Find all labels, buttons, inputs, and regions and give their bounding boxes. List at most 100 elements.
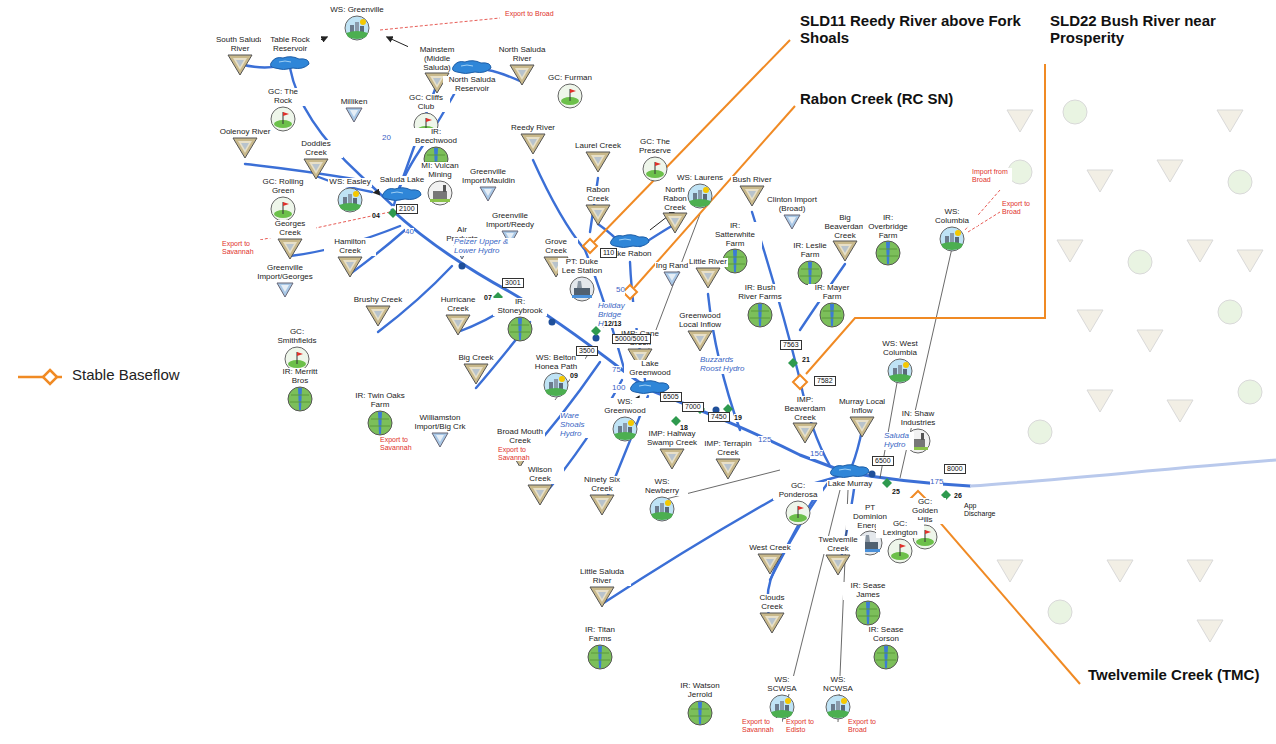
node-label: IR: Stoneybrook: [493, 298, 547, 316]
node-label: Little Saluda River: [573, 568, 631, 586]
model-node: Milliken: [340, 98, 369, 123]
model-node: Greenwood Local Inflow: [673, 312, 727, 352]
map-label: 09: [570, 372, 578, 380]
model-node: IR: Twin Oaks Farm: [353, 392, 407, 436]
node-label: WS: Greenville: [329, 6, 384, 15]
node-label: GC: Lexington: [876, 520, 924, 538]
model-node: Greenville Import/Mauldin: [461, 168, 515, 202]
model-node: IMP: Terrapin Creek: [702, 440, 754, 480]
map-label: Export to Broad: [848, 718, 884, 733]
model-node: WS: Easley: [328, 178, 371, 213]
model-node: Doddies Creek: [289, 140, 343, 180]
gage-number: 3001: [502, 278, 524, 288]
map-label: 26: [954, 492, 962, 500]
inflow-triangle: [715, 458, 741, 480]
map-label: 25: [892, 488, 900, 496]
water-supply-icon: [939, 226, 965, 252]
node-label: IR: Overbridge Farm: [863, 214, 913, 240]
map-label: Ware Shoals Hydro: [560, 412, 604, 438]
map-label: Export to Savannah: [380, 436, 424, 451]
model-node: Bush River: [731, 176, 772, 207]
industry-icon: [427, 180, 453, 206]
inflow-triangle: [463, 363, 489, 385]
water-supply-icon: [543, 372, 569, 398]
model-node: Ing Rand: [655, 262, 689, 287]
node-label: GC: Smithfields: [271, 328, 323, 346]
supply-connector: [374, 192, 377, 193]
node-label: IR: Titan Farms: [574, 626, 626, 644]
model-node: Hamilton Creek: [324, 238, 376, 278]
model-node: IR: Leslie Farm: [786, 242, 834, 286]
inflow-triangle: [589, 586, 615, 608]
model-node: Laurel Creek: [574, 142, 622, 173]
node-label: GC: The Rock: [257, 88, 309, 106]
model-node: Rabon Creek: [574, 186, 622, 226]
inflow-triangle: [662, 212, 688, 234]
model-node: IMP: Beaverdam Creek: [779, 396, 831, 444]
inflow-triangle: [509, 64, 535, 86]
map-label: 175: [930, 478, 943, 487]
node-label: Clouds Creek: [748, 594, 796, 612]
inflow-triangle: [227, 54, 253, 76]
node-label: Wilson Creek: [516, 466, 564, 484]
map-label: 125: [758, 436, 771, 445]
inflow-triangle: [520, 133, 546, 155]
node-label: GC: Cliffs Club: [402, 94, 450, 112]
node-label: IMP: Terrapin Creek: [702, 440, 754, 458]
model-node: GC: Ponderosa: [773, 482, 823, 526]
water-supply-icon: [887, 358, 913, 384]
node-label: IMP: Beaverdam Creek: [779, 396, 831, 422]
irrigation-icon: [587, 644, 613, 670]
model-node: Little River: [688, 258, 728, 289]
map-label: Import from Broad: [972, 168, 1012, 183]
model-node: PT: Duke Lee Station: [558, 258, 606, 302]
map-label: Saluda Hydro: [884, 432, 914, 450]
model-node: Twelvemile Creek: [811, 536, 865, 576]
inflow-triangle: [757, 553, 783, 575]
gage-number: 110: [600, 248, 617, 258]
model-node: Greenville Import/Georges: [256, 264, 314, 298]
node-label: WS: SCWSA: [759, 676, 805, 694]
water-supply-icon: [344, 15, 370, 41]
model-node: GC: Furman: [547, 74, 593, 109]
inflow-triangle: [277, 238, 303, 260]
irrigation-icon: [875, 240, 901, 266]
model-node: WS: NCWSA: [815, 676, 861, 720]
gage-number: 7563: [780, 340, 802, 350]
node-label: Greenville Import/Reedy: [483, 212, 537, 230]
model-node: Lake Greenwood: [624, 360, 676, 396]
node-label: Hurricane Creek: [431, 296, 485, 314]
callout-label: Twelvemile Creek (TMC): [1088, 666, 1259, 683]
model-node: Table Rock Reservoir: [261, 36, 319, 72]
node-label: Murray Local Inflow: [836, 398, 888, 416]
node-label: Ing Rand: [655, 262, 689, 271]
map-label: Export to Savannah: [222, 240, 266, 255]
legend-sample: [18, 370, 62, 384]
reservoir-icon: [451, 58, 493, 76]
model-node: IR: Bush River Farms: [734, 284, 786, 328]
node-label: Big Creek: [457, 354, 494, 363]
inflow-triangle: [659, 448, 685, 470]
import-triangle: [345, 107, 363, 123]
node-label: West Creek: [748, 544, 792, 553]
model-node: GC: The Preserve: [634, 138, 676, 182]
map-label: 75: [612, 366, 621, 375]
model-node: IR: Merritt Bros: [274, 368, 326, 412]
inflow-triangle: [832, 240, 858, 262]
inflow-triangle: [365, 305, 391, 327]
node-label: IR: Sease Corson: [861, 626, 911, 644]
inflow-triangle: [825, 554, 851, 576]
import-triangle: [783, 214, 801, 230]
golf-course-icon: [785, 500, 811, 526]
reservoir-icon: [269, 54, 311, 72]
model-node: WS: Laurens: [676, 174, 724, 209]
node-label: Ninety Six Creek: [576, 476, 628, 494]
irrigation-icon: [797, 260, 823, 286]
legend-text: Stable Baseflow: [72, 366, 180, 383]
power-plant-icon: [569, 276, 595, 302]
node-label: IR: Mayer Farm: [808, 284, 856, 302]
import-triangle: [431, 432, 449, 448]
golf-course-icon: [642, 156, 668, 182]
node-label: Doddies Creek: [289, 140, 343, 158]
map-label: 50: [616, 286, 625, 295]
